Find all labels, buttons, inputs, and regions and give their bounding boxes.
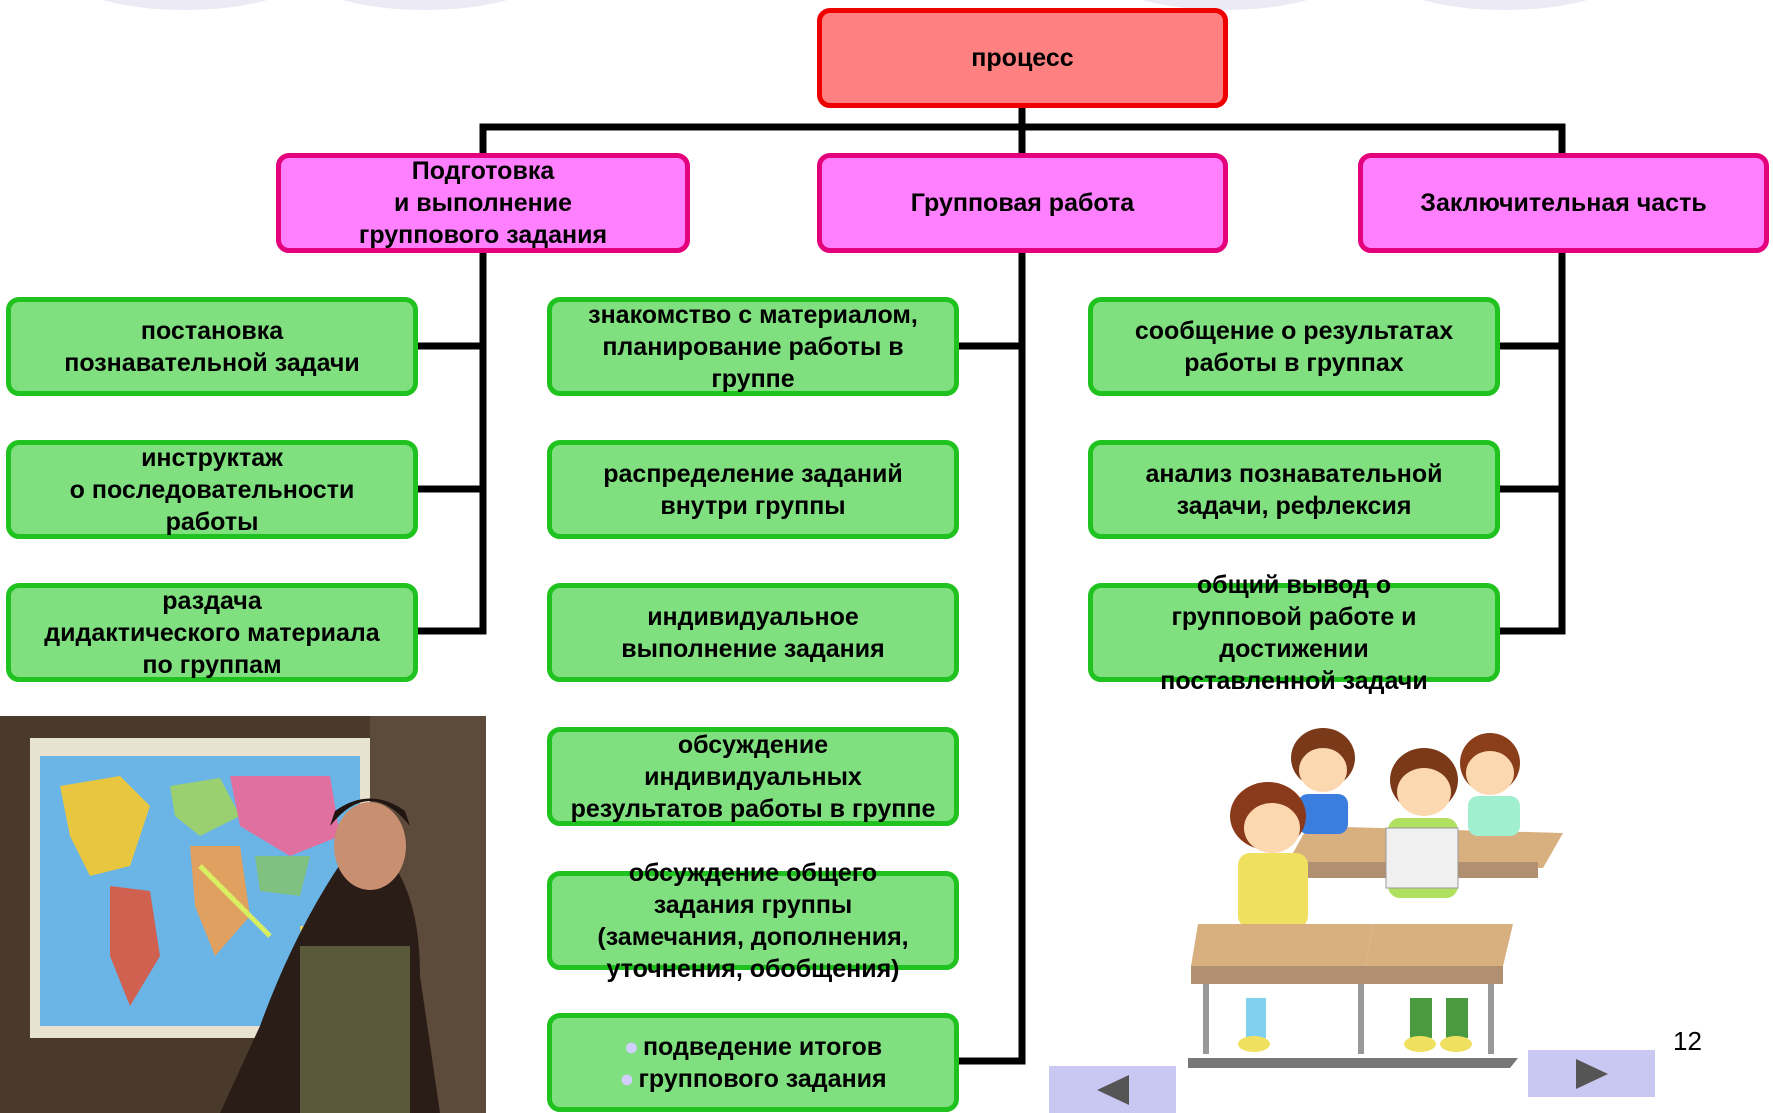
decorative-ellipse	[60, 0, 310, 10]
step-line: выполнение задания	[621, 634, 885, 663]
triangle-right-icon	[1575, 1058, 1608, 1089]
phase-label-line: Заключительная часть	[1420, 189, 1707, 217]
step-line: анализ познавательной	[1145, 459, 1443, 488]
step-line: общий вывод о	[1196, 570, 1392, 599]
step-line: о последовательности	[69, 475, 355, 504]
step-line: познавательной задачи	[64, 348, 360, 377]
phase-label-line: Групповая работа	[910, 189, 1135, 217]
decorative-ellipse	[1380, 0, 1630, 10]
step-line: раздача	[162, 586, 262, 615]
step-line: работы в группах	[1184, 348, 1404, 377]
step-line: постановка	[140, 316, 284, 345]
step-box: раздача дидактического материала по груп…	[6, 583, 418, 682]
children-at-desks-illustration	[1188, 728, 1563, 1068]
step-line: достижении	[1219, 634, 1369, 663]
phase-label-line: и выполнение	[393, 189, 573, 217]
step-line: (замечания, дополнения,	[597, 922, 909, 951]
step-box: обсуждение общего задания группы (замеча…	[547, 859, 959, 983]
prev-slide-button[interactable]	[1049, 1066, 1176, 1113]
step-line: ●группового задания	[619, 1064, 887, 1093]
step-line: индивидуальных	[644, 762, 862, 791]
step-line: результатов работы в группе	[570, 794, 936, 823]
step-box: постановка познавательной задачи	[6, 297, 418, 396]
step-line: планирование работы в	[602, 332, 904, 361]
step-box: обсуждение индивидуальных результатов ра…	[547, 727, 959, 826]
step-line: задачи, рефлексия	[1176, 491, 1412, 520]
decorative-ellipse	[1100, 0, 1350, 10]
step-box: знакомство с материалом, планирование ра…	[547, 297, 959, 396]
next-slide-button[interactable]	[1528, 1050, 1655, 1097]
step-box: индивидуальное выполнение задания	[547, 583, 959, 682]
bullet-icon: ●	[619, 1064, 635, 1093]
step-box: сообщение о результатах работы в группах	[1088, 297, 1500, 396]
step-line: обсуждение	[677, 730, 829, 759]
step-box: анализ познавательной задачи, рефлексия	[1088, 440, 1500, 539]
step-box: распределение заданий внутри группы	[547, 440, 959, 539]
root-label: процесс	[971, 44, 1074, 72]
step-box: общий вывод о групповой работе и достиже…	[1088, 571, 1500, 695]
step-box: ●подведение итогов ●группового задания	[547, 1013, 959, 1112]
phase-preparation: Подготовка и выполнение группового задан…	[276, 153, 690, 253]
phase-final: Заключительная часть	[1358, 153, 1769, 253]
phase-group-work: Групповая работа	[817, 153, 1228, 253]
triangle-left-icon	[1096, 1074, 1129, 1105]
step-line: ●подведение итогов	[623, 1032, 883, 1061]
step-line: поставленной задачи	[1160, 666, 1428, 695]
page-number: 12	[1673, 1026, 1702, 1056]
teacher-photo	[0, 716, 486, 1113]
step-line: инструктаж	[141, 443, 283, 472]
step-line: групповой работе и	[1171, 602, 1417, 631]
decorative-ellipse	[300, 0, 550, 10]
step-line: по группам	[142, 650, 282, 679]
bullet-icon: ●	[623, 1032, 639, 1061]
step-box: инструктаж о последовательности работы	[6, 440, 418, 539]
step-line: индивидуальное	[647, 602, 859, 631]
step-line: обсуждение общего	[628, 858, 878, 887]
step-line: дидактического материала	[44, 618, 380, 647]
step-line: сообщение о результатах	[1134, 316, 1454, 345]
step-line: распределение заданий	[603, 459, 903, 488]
step-line: внутри группы	[660, 491, 846, 520]
phase-label-line: Подготовка	[411, 157, 555, 185]
step-line: задания группы	[653, 890, 853, 919]
root-node: процесс	[817, 8, 1228, 108]
step-line: работы	[165, 507, 259, 536]
step-line: знакомство с материалом,	[588, 300, 918, 329]
phase-label-line: группового задания	[358, 221, 608, 249]
step-line: группе	[711, 364, 795, 393]
step-line: уточнения, обобщения)	[606, 954, 900, 983]
